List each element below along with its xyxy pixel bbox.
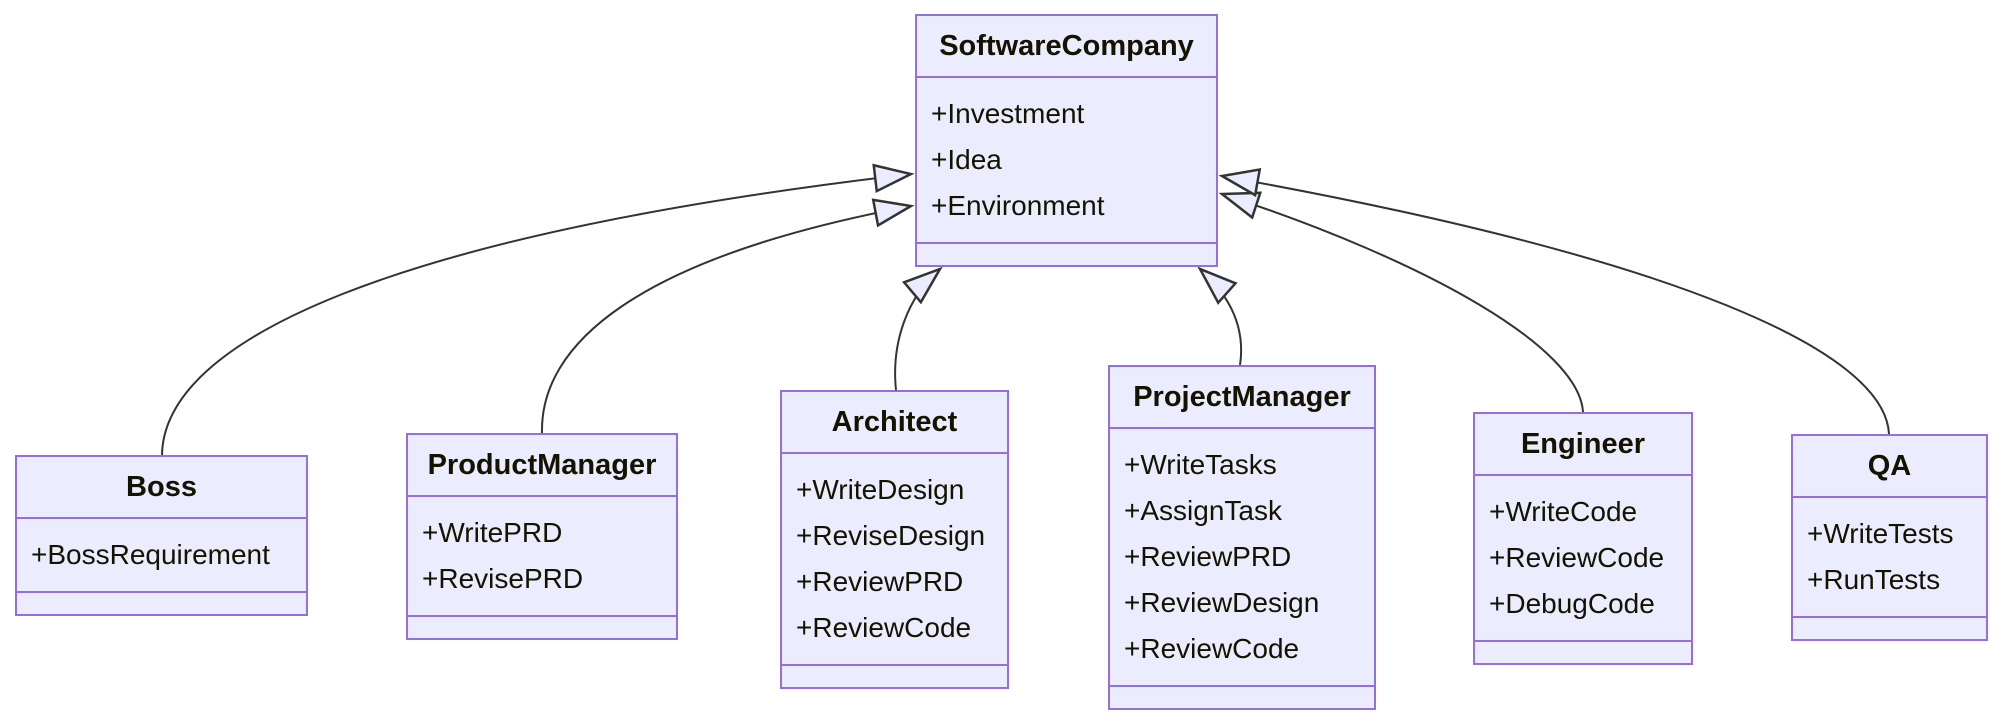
class-methods-empty	[17, 591, 306, 614]
class-attribute: +ReviewCode	[1489, 542, 1665, 573]
class-attribute: +RunTests	[1807, 564, 1941, 595]
class-attribute: +BossRequirement	[31, 539, 270, 570]
class-box-engineer: Engineer +WriteCode +ReviewCode +DebugCo…	[1473, 412, 1693, 665]
edge-architect-to-softwarecompany	[894, 266, 943, 391]
class-attribute: +Idea	[931, 144, 1002, 175]
class-attributes: +WriteTasks +AssignTask +ReviewPRD +Revi…	[1110, 429, 1374, 685]
class-attributes: +Investment +Idea +Environment	[917, 78, 1216, 242]
class-attribute: +ReviewDesign	[1124, 587, 1320, 618]
class-attribute: +ReviewPRD	[1124, 541, 1292, 572]
class-attribute: +ReviseDesign	[796, 520, 986, 551]
class-attribute: +Environment	[931, 190, 1105, 221]
class-attribute: +Investment	[931, 98, 1085, 129]
class-attribute: +RevisePRD	[422, 563, 584, 594]
class-attribute: +WriteTasks	[1124, 449, 1277, 480]
class-methods-empty	[782, 664, 1007, 687]
class-box-boss: Boss +BossRequirement	[15, 455, 308, 616]
edge-productmanager-to-softwarecompany	[540, 198, 915, 434]
class-methods-empty	[1110, 685, 1374, 708]
class-attribute: +ReviewPRD	[796, 566, 964, 597]
class-box-qa: QA +WriteTests +RunTests	[1791, 434, 1988, 641]
class-title: ProductManager	[408, 435, 676, 497]
class-attribute: +WritePRD	[422, 517, 563, 548]
class-title: Engineer	[1475, 414, 1691, 476]
class-methods-empty	[917, 242, 1216, 265]
class-attribute: +ReviewCode	[1124, 633, 1300, 664]
class-title: QA	[1793, 436, 1986, 498]
class-box-projectmanager: ProjectManager +WriteTasks +AssignTask +…	[1108, 365, 1376, 710]
class-methods-empty	[1793, 616, 1986, 639]
class-title: ProjectManager	[1110, 367, 1374, 429]
class-attribute: +WriteCode	[1489, 496, 1638, 527]
edge-qa-to-softwarecompany	[1218, 168, 1890, 435]
class-box-architect: Architect +WriteDesign +ReviseDesign +Re…	[780, 390, 1009, 689]
class-attribute: +WriteTests	[1807, 518, 1954, 549]
class-attribute: +AssignTask	[1124, 495, 1282, 526]
edge-engineer-to-softwarecompany	[1218, 191, 1584, 413]
class-attributes: +WriteTests +RunTests	[1793, 498, 1986, 616]
edge-projectmanager-to-softwarecompany	[1197, 266, 1243, 366]
class-attributes: +BossRequirement	[17, 519, 306, 591]
class-attribute: +ReviewCode	[796, 612, 972, 643]
class-title: Architect	[782, 392, 1007, 454]
class-methods-empty	[1475, 640, 1691, 663]
class-box-productmanager: ProductManager +WritePRD +RevisePRD	[406, 433, 678, 640]
class-methods-empty	[408, 615, 676, 638]
class-attributes: +WritePRD +RevisePRD	[408, 497, 676, 615]
edge-boss-to-softwarecompany	[161, 163, 915, 456]
class-title: SoftwareCompany	[917, 16, 1216, 78]
class-attributes: +WriteDesign +ReviseDesign +ReviewPRD +R…	[782, 454, 1007, 664]
class-attribute: +WriteDesign	[796, 474, 965, 505]
class-box-softwarecompany: SoftwareCompany +Investment +Idea +Envir…	[915, 14, 1218, 267]
class-title: Boss	[17, 457, 306, 519]
class-attribute: +DebugCode	[1489, 588, 1655, 619]
class-attributes: +WriteCode +ReviewCode +DebugCode	[1475, 476, 1691, 640]
